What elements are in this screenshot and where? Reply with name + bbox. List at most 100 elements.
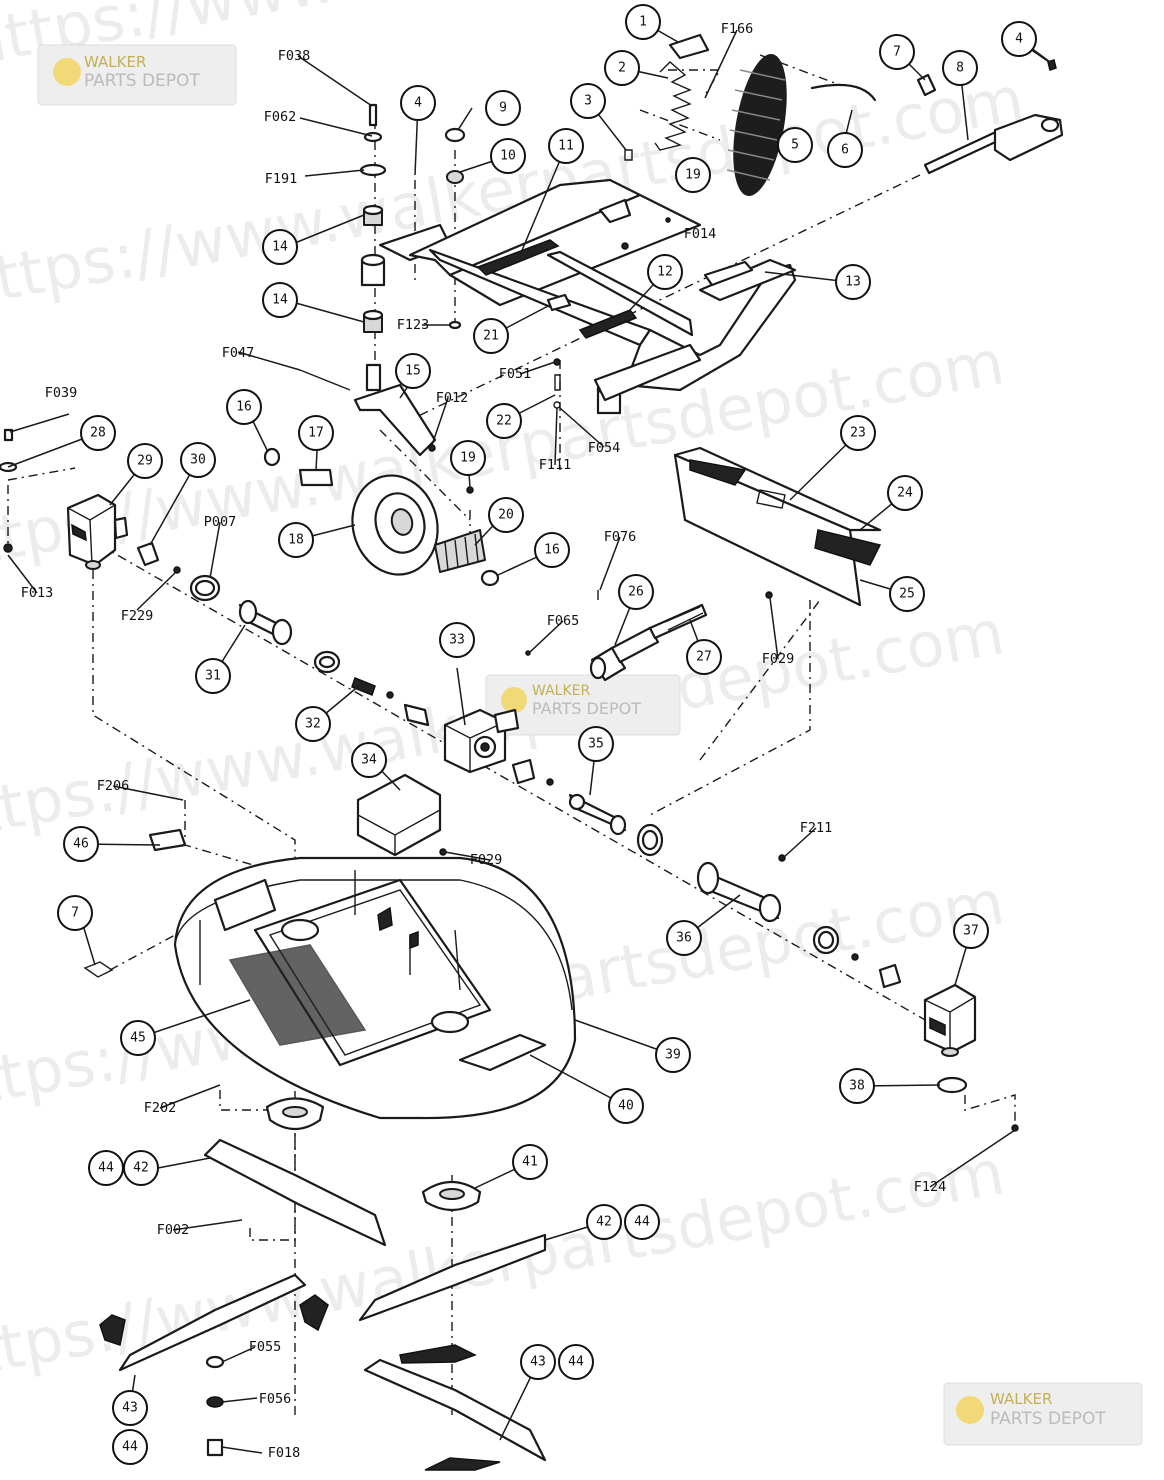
callout-46: 46 (63, 826, 99, 862)
callout-41: 41 (512, 1144, 548, 1180)
svg-text:27: 27 (696, 650, 712, 665)
code-F051: F051 (499, 366, 532, 382)
callout-34: 34 (351, 742, 387, 778)
svg-text:19: 19 (685, 168, 701, 183)
code-F055: F055 (249, 1339, 282, 1355)
callout-37: 37 (953, 913, 989, 949)
callout-7-bottom: 7 (57, 895, 93, 931)
callout-35: 35 (578, 726, 614, 762)
svg-text:41: 41 (522, 1155, 538, 1170)
svg-text:34: 34 (361, 753, 377, 768)
code-F018: F018 (268, 1445, 301, 1461)
svg-text:15: 15 (405, 364, 421, 379)
callout-9: 9 (485, 90, 521, 126)
code-F076: F076 (604, 529, 637, 545)
callout-8: 8 (942, 50, 978, 86)
callout-17: 17 (298, 415, 334, 451)
callout-45: 45 (120, 1020, 156, 1056)
svg-text:40: 40 (618, 1099, 634, 1114)
callout-44-right-upper: 44 (624, 1204, 660, 1240)
callout-36: 36 (666, 920, 702, 956)
svg-text:3: 3 (584, 94, 592, 109)
callout-44-right-lower: 44 (558, 1344, 594, 1380)
svg-text:24: 24 (897, 486, 913, 501)
callout-30: 30 (180, 442, 216, 478)
callout-5: 5 (777, 127, 813, 163)
code-F054: F054 (588, 440, 621, 456)
svg-text:28: 28 (90, 426, 106, 441)
code-F012: F012 (436, 390, 469, 406)
badge-line-2: PARTS DEPOT (990, 1409, 1106, 1429)
svg-text:30: 30 (190, 453, 206, 468)
callout-11: 11 (548, 128, 584, 164)
callout-14-upper: 14 (262, 229, 298, 265)
callout-22: 22 (486, 403, 522, 439)
svg-text:8: 8 (956, 61, 964, 76)
callout-44-left-lower: 44 (112, 1429, 148, 1465)
callout-4-left: 4 (400, 85, 436, 121)
svg-text:10: 10 (500, 149, 516, 164)
callout-6: 6 (827, 132, 863, 168)
callout-26: 26 (618, 574, 654, 610)
svg-text:11: 11 (558, 139, 574, 154)
svg-text:14: 14 (272, 293, 288, 308)
springs (654, 33, 1057, 197)
belt-cover (356, 773, 447, 857)
code-F002: F002 (157, 1222, 190, 1238)
callout-32: 32 (295, 706, 331, 742)
code-F191: F191 (265, 171, 298, 187)
badge-line-1: WALKER (990, 1390, 1052, 1408)
code-F229: F229 (121, 608, 154, 624)
callout-42-right: 42 (586, 1204, 622, 1240)
callout-43-left: 43 (112, 1390, 148, 1426)
svg-text:18: 18 (288, 533, 304, 548)
svg-text:25: 25 (899, 587, 915, 602)
svg-text:14: 14 (272, 240, 288, 255)
svg-text:29: 29 (137, 454, 153, 469)
code-F029-upper: F029 (762, 651, 795, 667)
callout-18: 18 (278, 522, 314, 558)
callout-27: 27 (686, 639, 722, 675)
callout-25: 25 (889, 576, 925, 612)
callout-20: 20 (488, 497, 524, 533)
svg-text:33: 33 (449, 633, 465, 648)
code-F166: F166 (721, 21, 754, 37)
svg-text:23: 23 (850, 426, 866, 441)
svg-text:43: 43 (122, 1401, 138, 1416)
svg-text:7: 7 (893, 45, 901, 60)
svg-text:45: 45 (130, 1031, 146, 1046)
callout-31: 31 (195, 658, 231, 694)
svg-text:22: 22 (496, 414, 512, 429)
callout-1: 1 (625, 4, 661, 40)
callout-40: 40 (608, 1088, 644, 1124)
svg-text:12: 12 (657, 265, 673, 280)
watermark-badge-center: WALKER PARTS DEPOT (485, 674, 681, 736)
gearbox-center (443, 708, 520, 774)
svg-text:44: 44 (634, 1215, 650, 1230)
svg-text:19: 19 (460, 451, 476, 466)
svg-text:42: 42 (133, 1161, 149, 1176)
svg-text:38: 38 (849, 1079, 865, 1094)
callout-14-lower: 14 (262, 282, 298, 318)
callout-38: 38 (839, 1068, 875, 1104)
svg-text:17: 17 (308, 426, 324, 441)
code-F038: F038 (278, 48, 311, 64)
callout-44-left-upper: 44 (88, 1150, 124, 1186)
svg-text:13: 13 (845, 275, 861, 290)
drive-shaft-parts (136, 541, 430, 727)
svg-text:44: 44 (98, 1161, 114, 1176)
grass-deflector (673, 446, 882, 607)
svg-text:7: 7 (71, 906, 79, 921)
code-F014: F014 (684, 226, 717, 242)
svg-text:42: 42 (596, 1215, 612, 1230)
callout-15: 15 (395, 353, 431, 389)
hardware-codes: F166 F038 F062 F191 F014 F123 F047 F012 … (21, 21, 947, 1461)
code-F206: F206 (97, 778, 130, 794)
svg-text:16: 16 (544, 543, 560, 558)
callout-43-right: 43 (520, 1344, 556, 1380)
svg-text:44: 44 (568, 1355, 584, 1370)
caster-assembly (263, 103, 500, 587)
code-F211: F211 (800, 820, 833, 836)
svg-text:39: 39 (665, 1048, 681, 1063)
callout-7-top: 7 (879, 34, 915, 70)
